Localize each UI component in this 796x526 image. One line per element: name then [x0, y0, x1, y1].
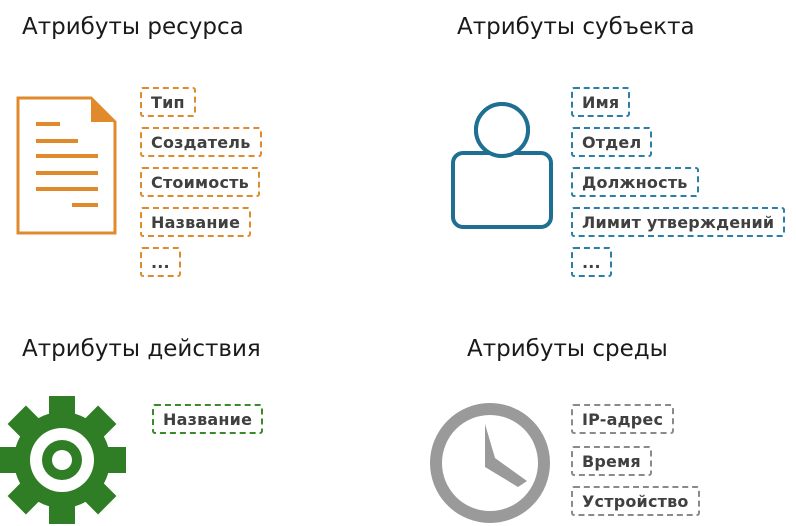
document-icon	[16, 96, 117, 235]
user-icon	[451, 102, 553, 229]
subject-attr-more: ...	[571, 247, 612, 277]
resource-attr-cost: Стоимость	[140, 167, 260, 197]
resource-attr-name: Название	[140, 207, 252, 237]
clock-icon	[430, 403, 550, 523]
subject-attr-name: Имя	[571, 87, 631, 117]
resource-attr-type: Тип	[140, 87, 196, 117]
resource-attributes-title: Атрибуты ресурса	[22, 14, 244, 40]
environment-attr-device: Устройство	[571, 486, 700, 516]
resource-attr-creator: Создатель	[140, 127, 262, 157]
resource-attr-more: ...	[140, 247, 181, 277]
action-attributes-title: Атрибуты действия	[22, 336, 261, 362]
environment-attr-ip: IP-адрес	[571, 404, 675, 434]
environment-attributes-title: Атрибуты среды	[467, 336, 668, 362]
subject-attr-department: Отдел	[571, 127, 653, 157]
environment-attr-time: Время	[571, 446, 652, 476]
subject-attributes-title: Атрибуты субъекта	[457, 14, 695, 40]
action-attr-name: Название	[152, 404, 264, 434]
subject-attr-position: Должность	[571, 167, 699, 197]
gear-icon	[0, 396, 126, 524]
subject-attr-approval-limit: Лимит утверждений	[571, 207, 786, 237]
